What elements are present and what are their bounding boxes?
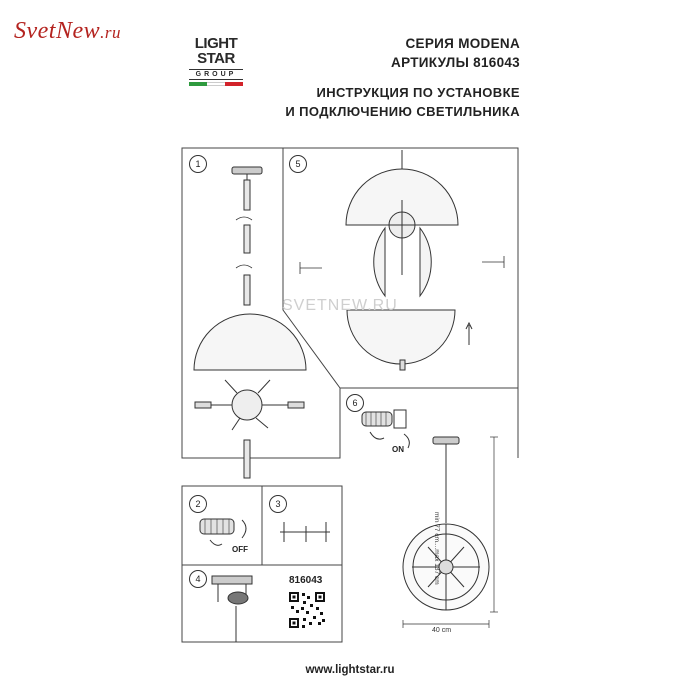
step-4-number: 4 bbox=[189, 570, 207, 588]
flag-stripe-white bbox=[207, 82, 225, 86]
flag-stripe-red bbox=[225, 82, 243, 86]
s2-hand bbox=[209, 539, 223, 546]
footer-url[interactable]: www.lightstar.ru bbox=[305, 664, 395, 676]
bulb-right bbox=[287, 401, 305, 409]
logo-line-star: STAR bbox=[197, 50, 235, 67]
s2-thread bbox=[204, 519, 230, 534]
s5-shade-right bbox=[419, 226, 432, 298]
brand-name: SvetNew bbox=[14, 18, 101, 44]
s5-shade-upper bbox=[345, 168, 459, 226]
lightstar-logo: LIGHT STAR GROUP bbox=[189, 36, 243, 108]
s5-screw-left bbox=[299, 262, 322, 274]
rod-segment-2 bbox=[243, 224, 251, 254]
step2-drawing bbox=[199, 518, 247, 546]
site-brand: SvetNew.ru bbox=[14, 18, 121, 45]
arm-downleft bbox=[231, 417, 241, 431]
s6-thread bbox=[365, 412, 387, 426]
s6-socket bbox=[393, 409, 407, 429]
panel-frame-lower bbox=[181, 485, 343, 643]
step-2-number: 2 bbox=[189, 495, 207, 513]
divider-step6 bbox=[340, 387, 519, 458]
step-6-number: 6 bbox=[346, 394, 364, 412]
italian-flag-icon bbox=[189, 82, 243, 86]
ceiling-plate bbox=[231, 166, 263, 175]
step1-drawing bbox=[193, 166, 307, 479]
step2-off-label: OFF bbox=[232, 545, 248, 554]
article-numbers: АРТИКУЛЫ 816043 bbox=[391, 55, 520, 70]
rotate-arrow-1 bbox=[235, 216, 253, 221]
series-block: СЕРИЯ MODENA АРТИКУЛЫ 816043 bbox=[391, 34, 520, 72]
series-name: СЕРИЯ MODENA bbox=[405, 36, 520, 51]
step-1-number: 1 bbox=[189, 155, 207, 173]
bulb-left bbox=[194, 401, 212, 409]
final-canopy bbox=[432, 436, 460, 445]
s6-hand bbox=[369, 431, 385, 440]
logo-line-light: LIGHT bbox=[194, 35, 238, 52]
width-dimension-label: 40 cm bbox=[432, 627, 452, 634]
title-line-2: И ПОДКЛЮЧЕНИЮ СВЕТИЛЬНИКА bbox=[285, 104, 520, 119]
rod-segment-3 bbox=[243, 274, 251, 306]
article-code: 816043 bbox=[289, 575, 323, 586]
step-3-number: 3 bbox=[269, 495, 287, 513]
step6-on-label: ON bbox=[392, 445, 404, 454]
step-5-number: 5 bbox=[289, 155, 307, 173]
rotate-arrow-2 bbox=[235, 264, 253, 269]
hub-sphere bbox=[231, 389, 263, 421]
logo-line-group: GROUP bbox=[189, 69, 243, 80]
s2-turn-arrow bbox=[241, 519, 247, 539]
s4-canopy bbox=[211, 575, 253, 585]
brand-tld: .ru bbox=[100, 23, 122, 42]
step3-drawing bbox=[280, 522, 330, 542]
lower-rod bbox=[243, 439, 251, 479]
final-hub bbox=[438, 559, 454, 575]
step6-drawing bbox=[361, 409, 410, 449]
instruction-title: ИНСТРУКЦИЯ ПО УСТАНОВКЕ И ПОДКЛЮЧЕНИЮ СВ… bbox=[285, 83, 520, 121]
watermark: SVETNEW.RU bbox=[282, 297, 398, 314]
s4-connector bbox=[227, 591, 249, 605]
divider-step1-step5 bbox=[282, 148, 341, 389]
step5-drawing bbox=[299, 150, 505, 371]
qr-code bbox=[289, 592, 325, 628]
flag-stripe-green bbox=[189, 82, 207, 86]
height-dimension-label: min 77 cm....max 137 cm bbox=[433, 512, 440, 585]
s5-shade-left bbox=[373, 226, 386, 298]
arm-upleft bbox=[224, 379, 238, 394]
rod-segment-1 bbox=[243, 179, 251, 211]
title-line-1: ИНСТРУКЦИЯ ПО УСТАНОВКЕ bbox=[316, 85, 520, 100]
s5-shade-lower bbox=[346, 309, 456, 365]
step4-drawing bbox=[211, 575, 253, 642]
arm-upright bbox=[257, 379, 271, 394]
arm-downright bbox=[255, 417, 269, 429]
s6-turn-arrow bbox=[403, 433, 410, 449]
s5-up-arrow-head bbox=[465, 321, 473, 330]
dome-shade bbox=[193, 313, 307, 371]
final-product bbox=[402, 436, 498, 628]
s5-bottom-cap bbox=[399, 359, 406, 371]
s6-bulb bbox=[361, 411, 393, 427]
s5-screw-right bbox=[482, 256, 505, 268]
